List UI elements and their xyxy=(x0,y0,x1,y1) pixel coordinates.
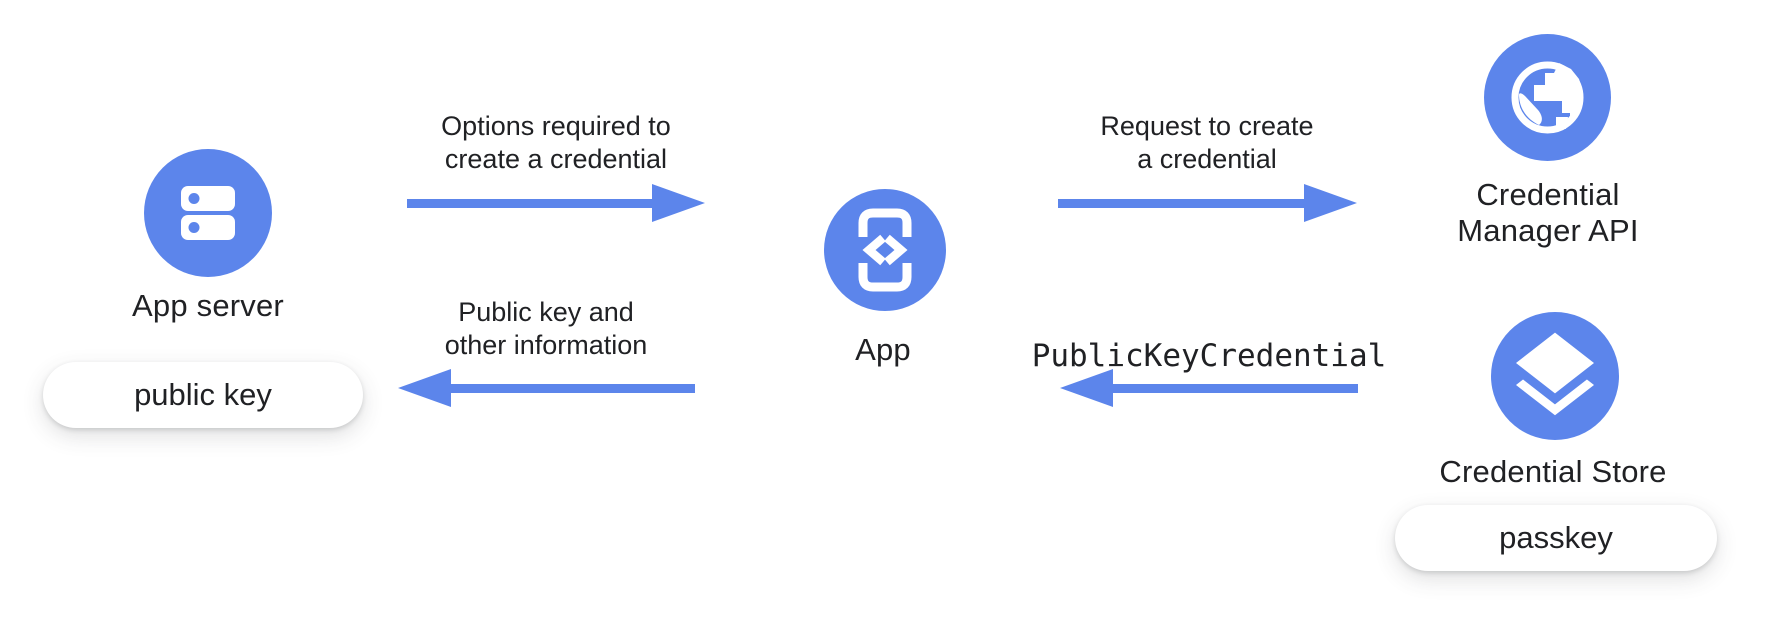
arrow-label-public-key-info-line2: other information xyxy=(444,330,648,360)
credential-manager-api-circle xyxy=(1484,34,1611,161)
phone-code-icon xyxy=(824,189,946,311)
arrow-label-public-key-info-line1: Public key and xyxy=(458,297,634,327)
app-circle xyxy=(824,189,946,311)
arrow-label-options-line2: create a credential xyxy=(444,144,668,174)
server-icon xyxy=(144,149,272,277)
arrow-label-options-to-create: Options required to create a credential xyxy=(406,110,706,176)
arrow-label-request-to-create: Request to create a credential xyxy=(1057,110,1357,176)
arrow-label-request-line1: Request to create xyxy=(1100,111,1314,141)
arrow-head-right xyxy=(652,184,705,222)
credential-manager-api-label-line2: Manager API xyxy=(1457,213,1639,248)
layers-icon xyxy=(1503,324,1607,428)
arrow-label-options-line1: Options required to xyxy=(441,111,671,141)
arrow-shaft xyxy=(442,383,695,393)
arrow-shaft xyxy=(407,198,661,208)
arrow-public-key-credential xyxy=(1060,369,1358,407)
credential-manager-api-label: Credential Manager API xyxy=(1398,177,1698,249)
passkey-badge: passkey xyxy=(1395,505,1717,571)
arrow-public-key-info xyxy=(398,369,695,407)
credential-store-circle xyxy=(1491,312,1619,440)
credential-store-label: Credential Store xyxy=(1439,454,1667,489)
arrow-label-request-line2: a credential xyxy=(1137,144,1277,174)
credential-manager-api-label-line1: Credential xyxy=(1476,177,1620,212)
app-server-label: App server xyxy=(132,288,284,323)
app-server-circle xyxy=(144,149,272,277)
arrow-head-left xyxy=(1060,369,1113,407)
arrow-label-public-key-credential: PublicKeyCredential xyxy=(1031,338,1387,374)
arrow-shaft xyxy=(1058,198,1313,208)
arrow-request-to-create xyxy=(1058,184,1357,222)
arrow-label-public-key-info: Public key and other information xyxy=(396,296,696,362)
globe-icon xyxy=(1484,34,1611,161)
public-key-badge: public key xyxy=(43,362,363,428)
arrow-shaft xyxy=(1104,383,1358,393)
arrow-options-to-create xyxy=(407,184,705,222)
app-label: App xyxy=(855,332,911,367)
arrow-head-left xyxy=(398,369,451,407)
arrow-head-right xyxy=(1304,184,1357,222)
